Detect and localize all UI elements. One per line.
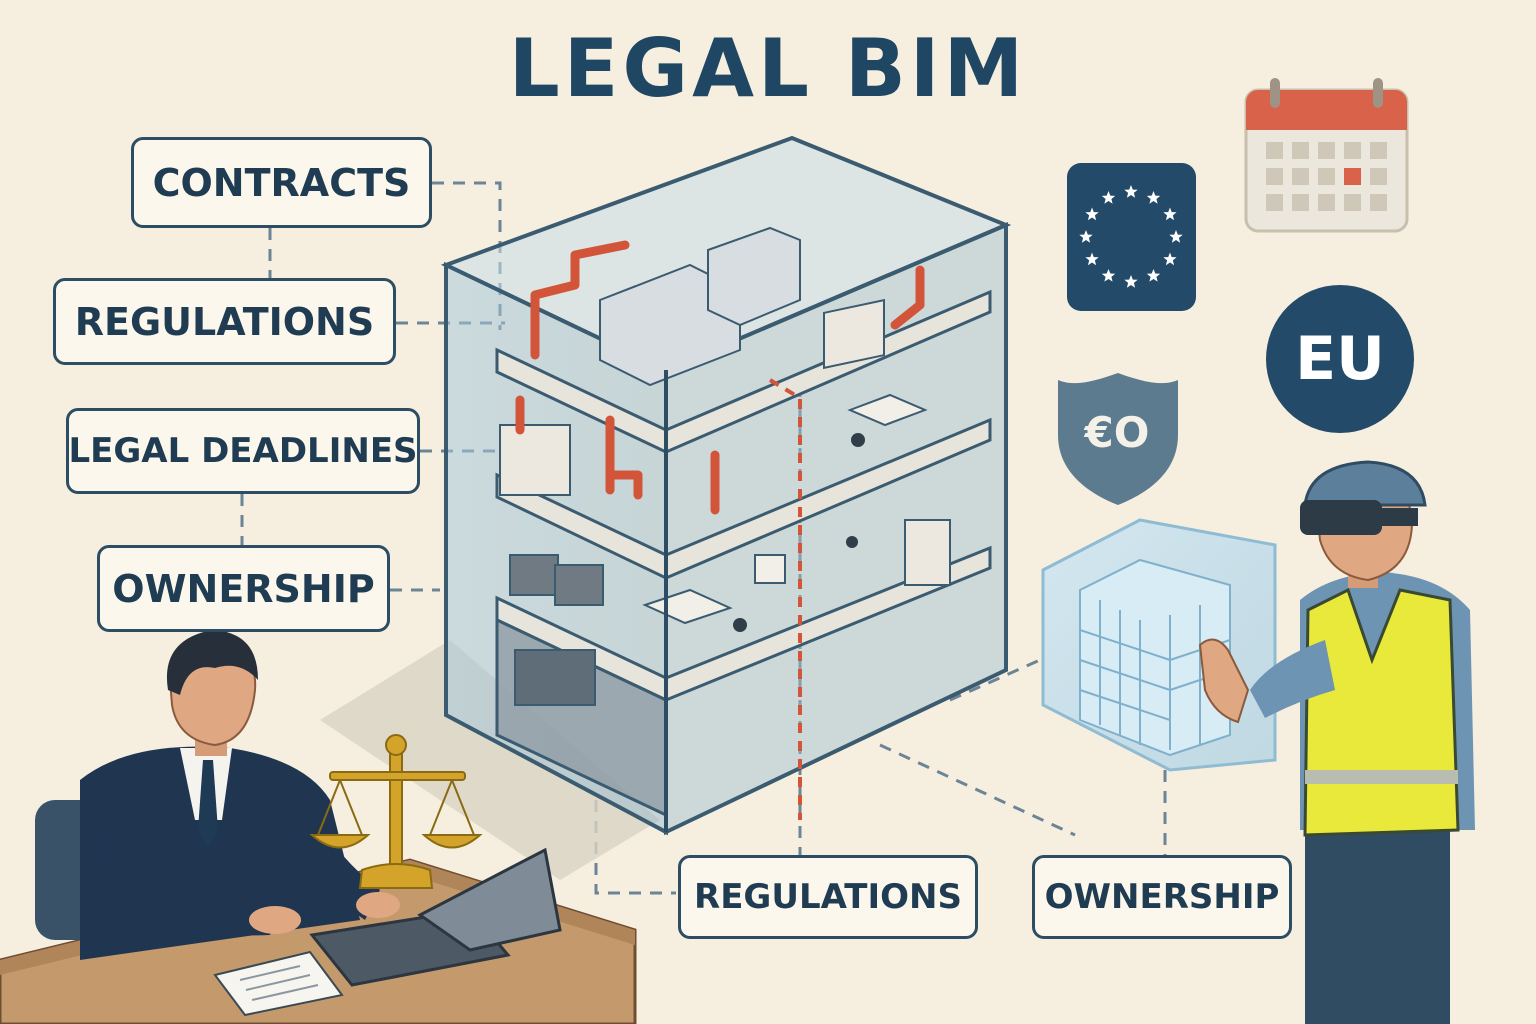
calendar-day-cell [1318,142,1335,159]
document-icon [213,950,344,1017]
eu-star [1101,191,1116,204]
calendar-day-cell [1266,142,1283,159]
regulations-label-bottom: REGULATIONS [678,855,978,939]
calendar-day-cell [1266,194,1283,211]
shield-label: €O [1084,408,1150,457]
building-shadow [320,640,660,880]
eu-star [1085,207,1099,221]
calendar-day-cell [1370,168,1387,185]
legal-deadlines-label: LEGAL DEADLINES [66,408,420,494]
eu-badge-icon: EU [1266,285,1414,433]
shield-icon [1058,373,1178,505]
eu-star [1124,185,1138,198]
worker-figure [1198,460,1475,1024]
calendar-day-cell [1292,142,1309,159]
scales-of-justice-icon [309,734,483,889]
building-model [440,135,1012,836]
vr-headset-icon [1300,500,1382,535]
page-title: LEGAL BIM [508,22,1028,115]
eu-star [1085,252,1099,266]
eu-star [1169,230,1183,243]
hologram-building-icon [1041,518,1277,772]
eu-star [1163,207,1177,221]
calendar-day-cell [1292,194,1309,211]
eu-flag-icon [1067,163,1196,311]
ownership-label-bottom: OWNERSHIP [1032,855,1292,939]
calendar-day-cell [1318,168,1335,185]
calendar-day-cell [1370,194,1387,211]
contracts-label: CONTRACTS [131,137,432,228]
calendar-day-cell [1266,168,1283,185]
eu-star [1101,269,1116,282]
eu-star [1146,191,1161,204]
ownership-label-left: OWNERSHIP [97,545,390,632]
calendar-day-cell [1344,142,1361,159]
calendar-day-cell [1344,168,1361,185]
calendar-day-cell [1292,168,1309,185]
eu-star [1146,269,1161,282]
eu-star [1163,252,1177,266]
laptop-icon [309,847,562,987]
calendar-day-cell [1370,142,1387,159]
eu-star [1079,230,1093,243]
calendar-icon [1244,78,1409,233]
calendar-day-cell [1344,194,1361,211]
eu-star [1124,275,1138,288]
lawyer-figure [35,630,400,960]
calendar-day-cell [1318,194,1335,211]
regulations-label-left: REGULATIONS [53,278,396,365]
